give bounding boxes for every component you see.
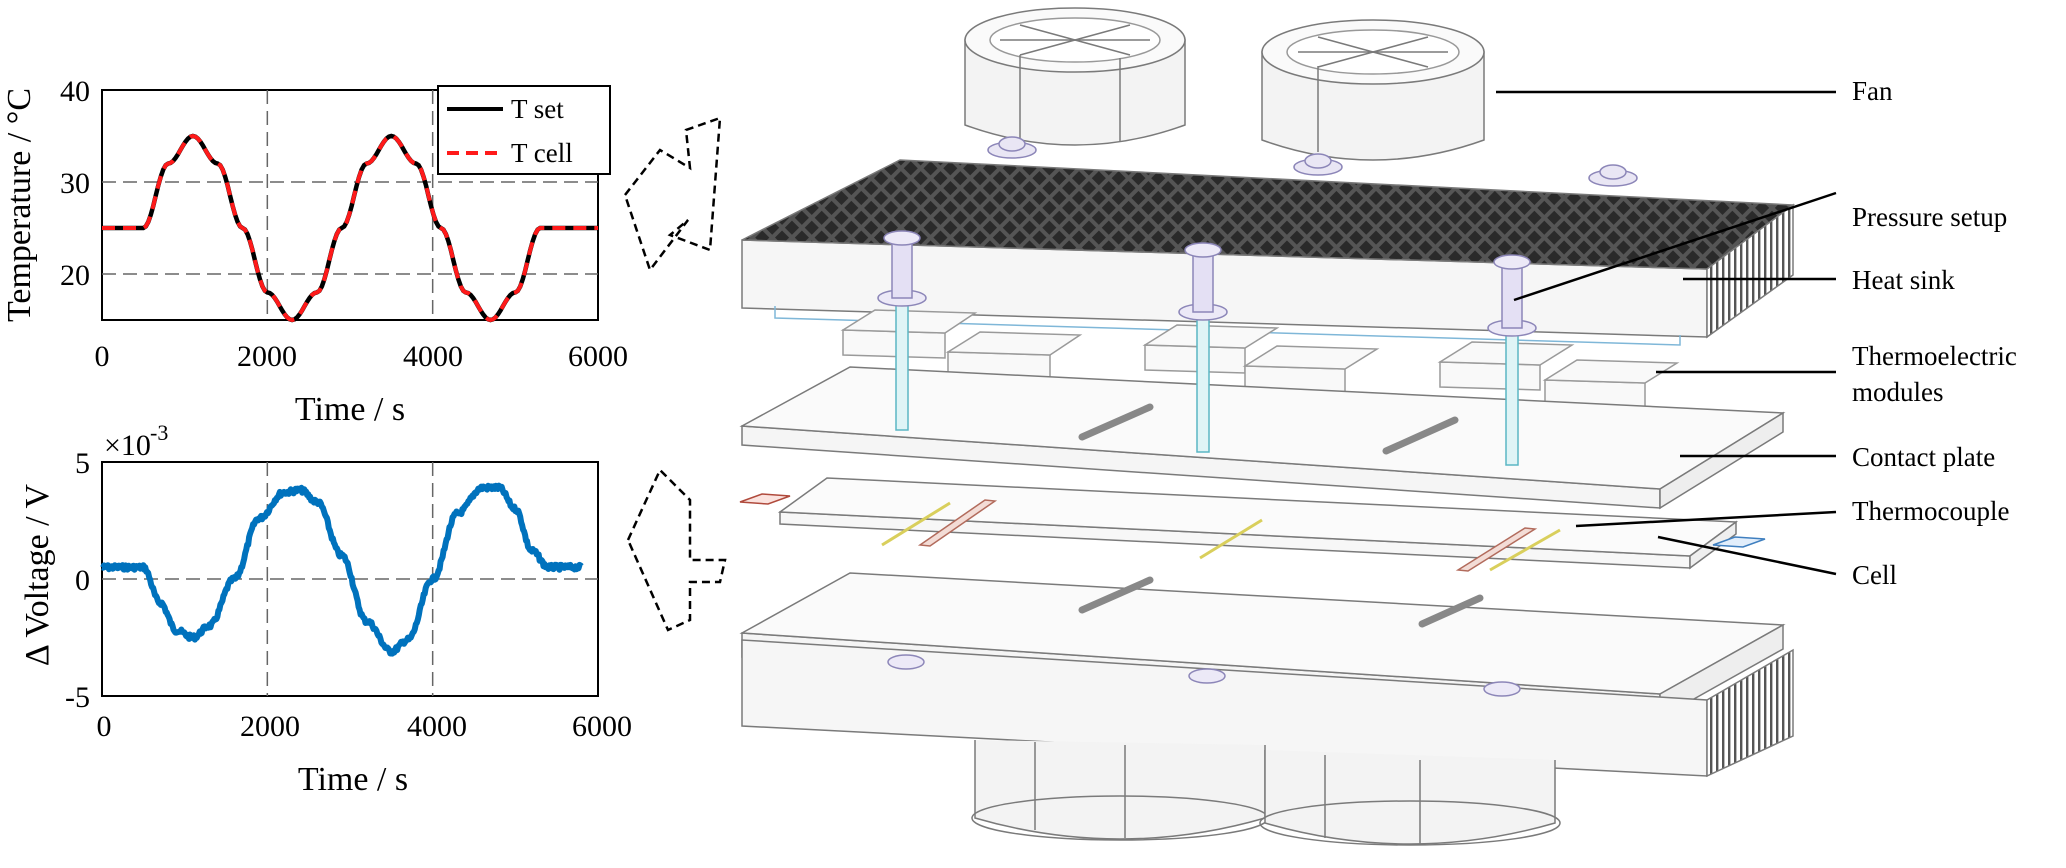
pressure-rod-2 bbox=[1178, 242, 1228, 453]
callout-labels: Fan Pressure setup Heat sink Thermoelect… bbox=[1852, 76, 2017, 590]
exploded-assembly bbox=[739, 7, 1796, 846]
series-voltage-line bbox=[100, 482, 584, 657]
callout-line-thermocouple bbox=[1575, 510, 1837, 528]
exponent-base: ×10 bbox=[104, 429, 151, 462]
xtick-2000: 2000 bbox=[240, 710, 300, 743]
bottom-heat-sink bbox=[741, 639, 1794, 778]
xtick-0: 0 bbox=[97, 710, 112, 743]
arrow-top bbox=[623, 116, 722, 273]
contact-plate-top bbox=[739, 366, 1786, 510]
y-axis-label: Temperature / °C bbox=[1, 88, 38, 322]
xtick-0: 0 bbox=[95, 340, 110, 373]
xtick-6000: 6000 bbox=[572, 710, 632, 743]
series-lines bbox=[100, 482, 584, 657]
label-thermocouple: Thermocouple bbox=[1852, 496, 2009, 526]
label-fan: Fan bbox=[1852, 76, 1893, 106]
callout-line-cell bbox=[1657, 535, 1837, 576]
legend-box bbox=[437, 85, 611, 175]
label-heat-sink: Heat sink bbox=[1852, 265, 1955, 295]
ytick-40: 40 bbox=[60, 75, 90, 108]
cell bbox=[739, 477, 1766, 572]
label-thermoelectric: Thermoelectric bbox=[1852, 341, 2017, 371]
legend: T set T cell bbox=[437, 85, 611, 175]
label-contact-plate: Contact plate bbox=[1852, 442, 1995, 472]
series-t-cell-line bbox=[102, 133, 598, 323]
arrow-bottom bbox=[626, 467, 727, 632]
fan-bolts bbox=[987, 136, 1638, 187]
x-axis-label: Time / s bbox=[295, 391, 405, 428]
xtick-4000: 4000 bbox=[407, 710, 467, 743]
pressure-rod-3 bbox=[1487, 254, 1537, 466]
legend-label-t-cell: T cell bbox=[511, 138, 573, 168]
xtick-2000: 2000 bbox=[237, 340, 297, 373]
ytick-5: 5 bbox=[75, 447, 90, 480]
callouts bbox=[1496, 90, 1837, 576]
ytick-30: 30 bbox=[60, 167, 90, 200]
ytick-20: 20 bbox=[60, 259, 90, 292]
bottom-fans bbox=[971, 740, 1561, 846]
label-pressure-setup: Pressure setup bbox=[1852, 202, 2007, 232]
ytick-minus-5: -5 bbox=[65, 681, 90, 714]
label-modules: modules bbox=[1852, 377, 1944, 407]
top-fan-right bbox=[1261, 19, 1485, 161]
xtick-4000: 4000 bbox=[403, 340, 463, 373]
y-axis-label: Δ Voltage / V bbox=[19, 483, 56, 666]
voltage-plot: ×10 -3 0 2000 4000 6000 5 0 -5 Time / s … bbox=[19, 420, 632, 798]
label-cell: Cell bbox=[1852, 560, 1897, 590]
xtick-6000: 6000 bbox=[568, 340, 628, 373]
top-heat-sink bbox=[741, 159, 1796, 346]
ytick-0: 0 bbox=[75, 564, 90, 597]
x-axis-label: Time / s bbox=[298, 761, 408, 798]
top-fan-left bbox=[964, 7, 1186, 146]
temperature-plot: 0 2000 4000 6000 40 30 20 Time / s Tempe… bbox=[1, 75, 628, 428]
callout-line-pressure bbox=[1513, 191, 1837, 302]
legend-label-t-set: T set bbox=[511, 94, 564, 124]
series-lines bbox=[102, 133, 598, 323]
pressure-setup bbox=[877, 230, 1537, 466]
exponent-power: -3 bbox=[150, 420, 168, 445]
pressure-rod-1 bbox=[877, 230, 927, 431]
